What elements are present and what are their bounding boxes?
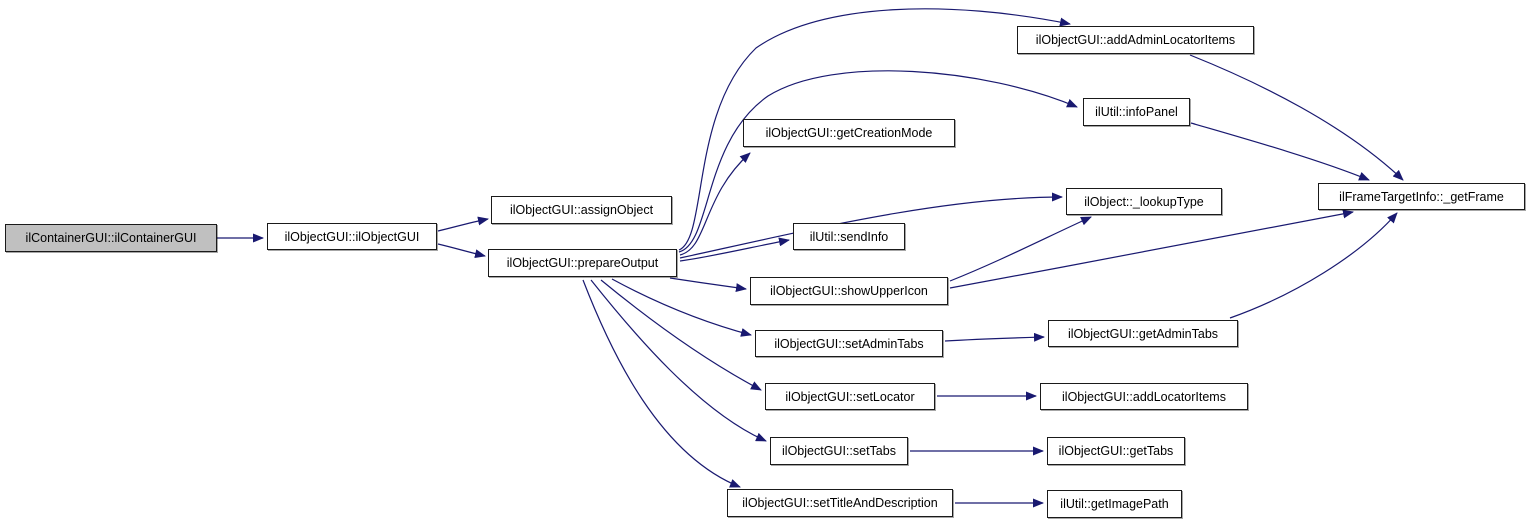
node-showuppericon[interactable]: ilObjectGUI::showUpperIcon — [750, 277, 948, 305]
edge-showuppericon-to-getframe — [949, 209, 1354, 289]
edge-prepareoutput-to-infopanel — [678, 70, 1078, 253]
edge-getadmintabs-to-getframe — [1229, 212, 1398, 319]
edge-infopanel-to-getframe — [1190, 122, 1370, 181]
node-prepareoutput[interactable]: ilObjectGUI::prepareOutput — [488, 249, 677, 277]
node-settabs[interactable]: ilObjectGUI::setTabs — [770, 437, 908, 465]
node-gettabs[interactable]: ilObjectGUI::getTabs — [1047, 437, 1185, 465]
edge-setadmintabs-to-getadmintabs — [944, 332, 1045, 342]
node-addlocatoritems[interactable]: ilObjectGUI::addLocatorItems — [1040, 383, 1248, 410]
node-lookuptype[interactable]: ilObject::_lookupType — [1066, 188, 1222, 215]
edge-prepareoutput-to-sendinfo — [679, 237, 790, 262]
node-addadminlocatoritems[interactable]: ilObjectGUI::addAdminLocatorItems — [1017, 26, 1254, 54]
node-sendinfo[interactable]: ilUtil::sendInfo — [793, 223, 905, 250]
node-containergui: ilContainerGUI::ilContainerGUI — [5, 224, 217, 252]
edge-addadminlocatoritems-to-getframe — [1189, 54, 1404, 181]
edge-prepareoutput-to-settitleanddescription — [582, 279, 741, 488]
edge-objectgui-to-prepareoutput — [437, 243, 486, 259]
node-setadmintabs[interactable]: ilObjectGUI::setAdminTabs — [755, 330, 943, 357]
edge-prepareoutput-to-lookuptype — [679, 192, 1063, 259]
node-getadmintabs[interactable]: ilObjectGUI::getAdminTabs — [1048, 320, 1238, 347]
edge-prepareoutput-to-getcreationmode — [679, 152, 751, 256]
edge-prepareoutput-to-setlocator — [600, 279, 762, 391]
edge-prepareoutput-to-showuppericon — [669, 277, 747, 293]
edge-prepareoutput-to-setadmintabs — [611, 278, 752, 337]
node-getframe[interactable]: ilFrameTargetInfo::_getFrame — [1318, 183, 1525, 210]
node-objectgui[interactable]: ilObjectGUI::ilObjectGUI — [267, 223, 437, 250]
node-infopanel[interactable]: ilUtil::infoPanel — [1083, 98, 1190, 126]
node-getimagepath[interactable]: ilUtil::getImagePath — [1047, 490, 1182, 518]
edge-prepareoutput-to-addadminlocatoritems — [678, 8, 1071, 251]
node-assignobject[interactable]: ilObjectGUI::assignObject — [491, 196, 672, 224]
edge-showuppericon-to-lookuptype — [949, 216, 1092, 282]
edge-prepareoutput-to-settabs — [590, 279, 767, 442]
node-getcreationmode[interactable]: ilObjectGUI::getCreationMode — [743, 119, 955, 147]
edge-objectgui-to-assignobject — [437, 216, 489, 232]
node-setlocator[interactable]: ilObjectGUI::setLocator — [765, 383, 935, 410]
node-settitleanddescription[interactable]: ilObjectGUI::setTitleAndDescription — [727, 489, 953, 517]
